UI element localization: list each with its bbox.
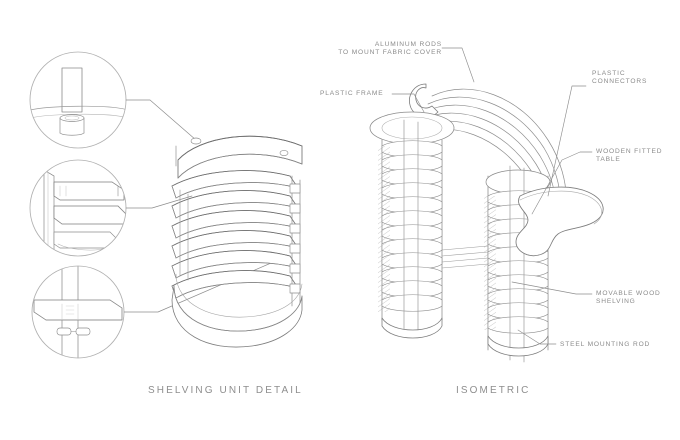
leader-movable-wood-shelving bbox=[511, 281, 593, 295]
detail-circle-shelf-bracket bbox=[29, 159, 127, 257]
label-movable-wood-shelving: MOVABLE WOOD SHELVING bbox=[596, 290, 661, 306]
leader-wooden-fitted-table bbox=[531, 151, 593, 215]
label-aluminum-rods: ALUMINUM RODS TO MOUNT FABRIC COVER bbox=[338, 41, 442, 57]
caption-shelving-unit-detail: SHELVING UNIT DETAIL bbox=[148, 385, 303, 396]
label-plastic-connectors: PLASTIC CONNECTORS bbox=[592, 70, 648, 86]
leader-detail-2 bbox=[125, 195, 193, 209]
leader-detail-1 bbox=[125, 99, 197, 141]
left-shelf-column bbox=[378, 119, 443, 339]
label-wooden-fitted-table: WOODEN FITTED TABLE bbox=[596, 148, 663, 164]
detail-circle-cross-joint bbox=[31, 265, 125, 359]
label-plastic-frame: PLASTIC FRAME bbox=[320, 90, 384, 97]
leader-plastic-connectors bbox=[547, 85, 587, 197]
caption-isometric: ISOMETRIC bbox=[456, 385, 531, 396]
leader-aluminum-rods bbox=[441, 47, 475, 83]
label-steel-mounting-rod: STEEL MOUNTING ROD bbox=[560, 341, 651, 348]
shelving-unit-detail-view bbox=[171, 135, 303, 348]
leader-steel-mounting-rod bbox=[517, 329, 557, 345]
isometric-assembly-view bbox=[369, 83, 604, 363]
leader-plastic-frame bbox=[391, 93, 425, 113]
detail-circle-rod-ferrule bbox=[29, 51, 127, 149]
